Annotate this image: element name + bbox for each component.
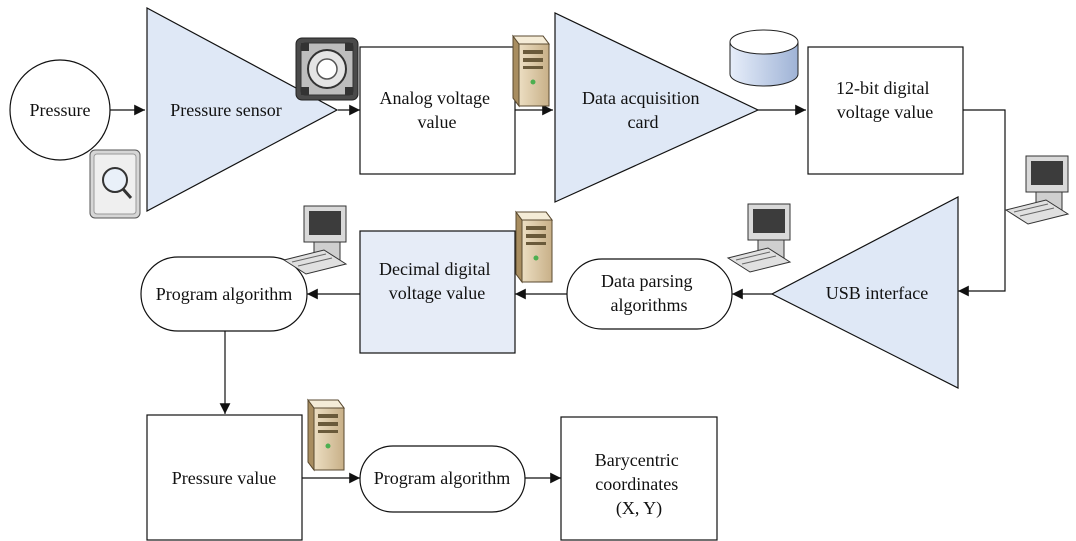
data-parsing-label: Data parsing algorithms [601,271,697,315]
magnifier-icon [89,149,141,219]
12bit-digital-node [807,46,964,175]
computer-icon [726,203,792,273]
decimal-voltage-label: Decimal digital voltage value [379,259,495,303]
program-algorithm-1-label: Program algorithm [156,284,292,304]
computer-icon [282,205,348,275]
barycentric-node [560,416,718,541]
program-algorithm-2-node [359,445,526,513]
pressure-value-node [146,414,303,541]
camera-device-icon [295,37,359,101]
connectors [110,104,1006,484]
usb-interface-node [770,196,959,389]
pressure-node [9,59,111,161]
pressure-sensor-label: Pressure sensor [170,100,281,120]
pressure-label: Pressure [30,100,91,120]
server-icon [515,210,553,284]
data-acquisition-node [554,12,760,203]
usb-interface-label: USB interface [826,283,928,303]
labels: Pressure Pressure sensor Analog voltage … [30,78,934,519]
program-algorithm-1-node [140,256,308,332]
shapes [9,6,964,541]
icons [89,29,1070,472]
analog-voltage-label: Analog voltage value [380,88,495,132]
program-algorithm-2-label: Program algorithm [374,468,510,488]
data-parsing-node [566,258,733,330]
data-acquisition-label: Data acquisition card [582,88,704,132]
decimal-voltage-node [359,230,516,354]
barycentric-label: Barycentric coordinates (X, Y) [595,450,683,519]
analog-voltage-node [359,46,516,175]
computer-icon [1004,155,1070,225]
arrow-12bit-to-usb [958,109,1006,297]
server-icon [307,398,345,472]
pressure-value-label: Pressure value [172,468,276,488]
server-icon [512,34,550,108]
pressure-sensor-node [146,6,339,212]
12bit-digital-label: 12-bit digital voltage value [836,78,934,122]
disk-icon [729,29,799,87]
